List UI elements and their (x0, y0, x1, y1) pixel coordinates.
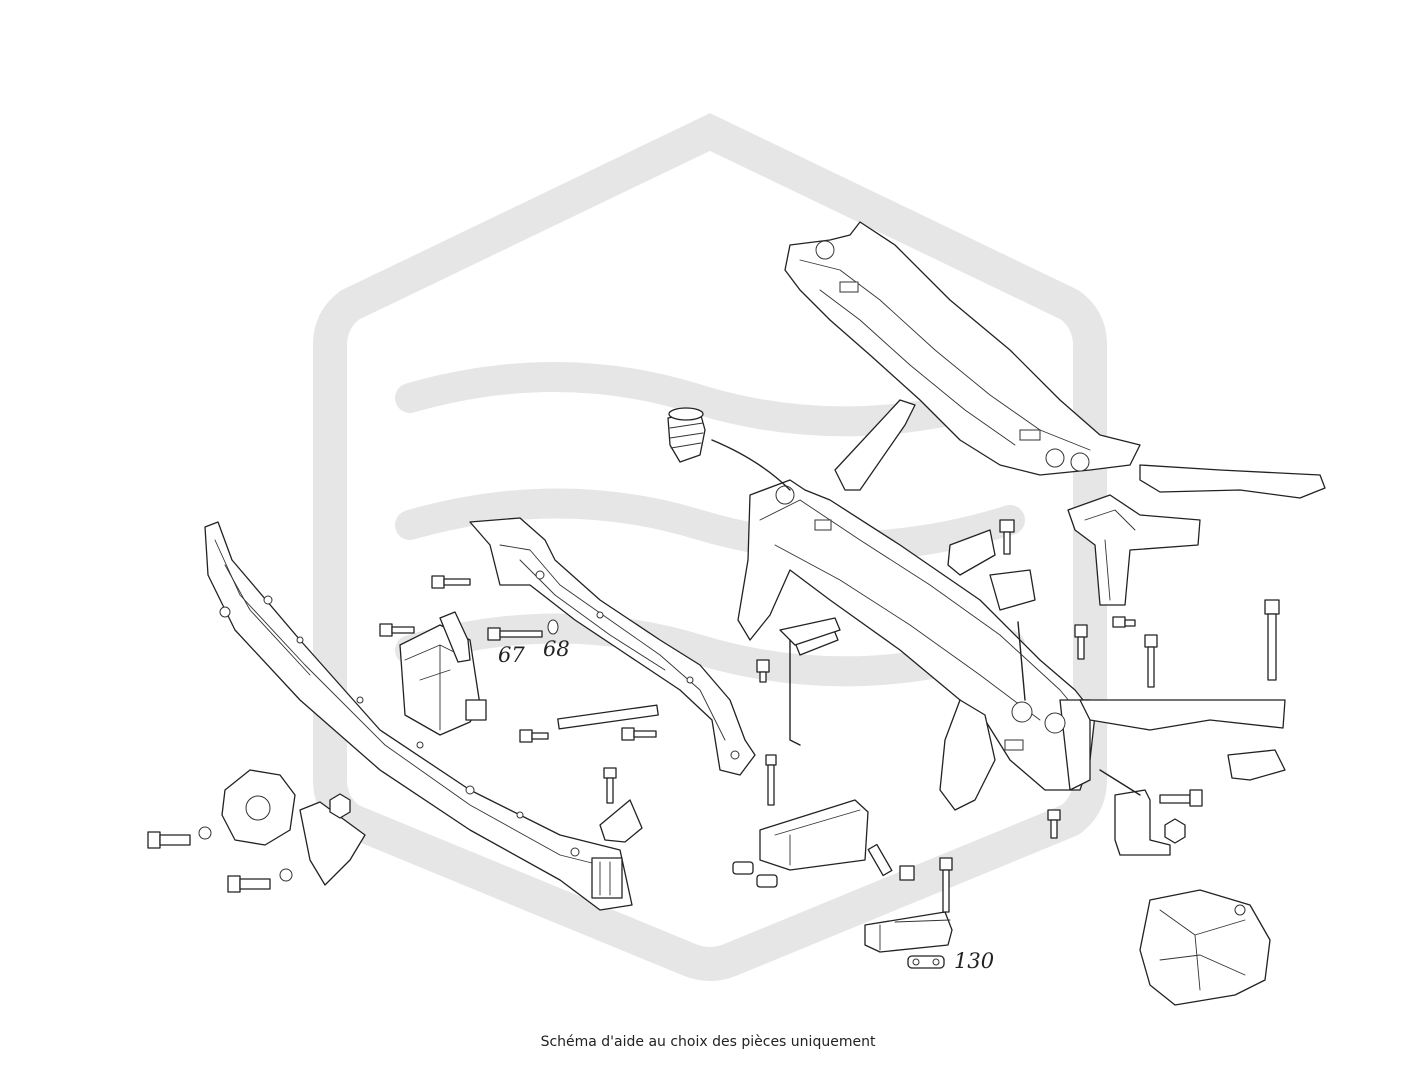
bolt-icon (756, 659, 770, 683)
small-bracket-center (599, 799, 643, 843)
crash-box-bracket (399, 611, 487, 736)
bumper-holes (219, 595, 604, 874)
washer-icon (279, 868, 293, 882)
bolt-icon (621, 727, 657, 741)
nut-icon (329, 793, 351, 819)
bolt-icon (519, 729, 549, 743)
bolt-icon (1159, 789, 1203, 807)
bolt-icon (1112, 616, 1136, 628)
front-bumper-beam (204, 521, 633, 911)
stud-plate-mid (779, 617, 841, 746)
callout-68: 68 (543, 637, 570, 661)
bolt-icon (431, 575, 471, 589)
small-bracket-right (1114, 789, 1171, 856)
pointer-arrow-frame (1017, 621, 1026, 701)
bolts (147, 519, 1280, 913)
reinforcement-bar-mid (759, 799, 869, 871)
callout-130: 130 (954, 949, 994, 973)
side-bracket-lower-right (1139, 889, 1271, 1006)
rubber-bushing (667, 407, 706, 463)
long-pin-icon (557, 704, 659, 730)
rear-subframe (784, 221, 1326, 499)
side-bracket-upper-right (1067, 494, 1201, 606)
callout-67: 67 (498, 643, 525, 667)
bolt-icon (379, 623, 415, 637)
washer-plates (732, 861, 945, 969)
clip-icon (1047, 809, 1061, 839)
diagram-caption: Schéma d'aide au choix des pièces unique… (540, 1034, 876, 1050)
mount-bracket-left (221, 769, 366, 886)
pointer-arrow-bushing (711, 439, 791, 491)
bolt-icon (867, 843, 915, 881)
washer-icon (198, 826, 212, 840)
bolt-icon (1264, 599, 1280, 681)
upper-crossmember (469, 517, 756, 776)
impact-absorber-block (864, 911, 953, 953)
bolt-icon (939, 857, 953, 913)
bolt-icon (603, 767, 617, 804)
bolt-icon (999, 519, 1015, 555)
bolt-icon (1144, 634, 1158, 688)
pointer-arrow-bracket (1099, 769, 1141, 796)
washer-icon (547, 619, 559, 635)
bolt-icon (227, 875, 271, 893)
radiator-frame (737, 399, 1286, 811)
bolt-icon (765, 754, 777, 806)
bolt-icon (487, 627, 543, 641)
small-clip-pair (947, 529, 1036, 611)
nut-icon (1164, 818, 1186, 844)
bolt-icon (147, 831, 191, 849)
bolt-icon (1074, 624, 1088, 660)
clip-right (1227, 749, 1286, 781)
